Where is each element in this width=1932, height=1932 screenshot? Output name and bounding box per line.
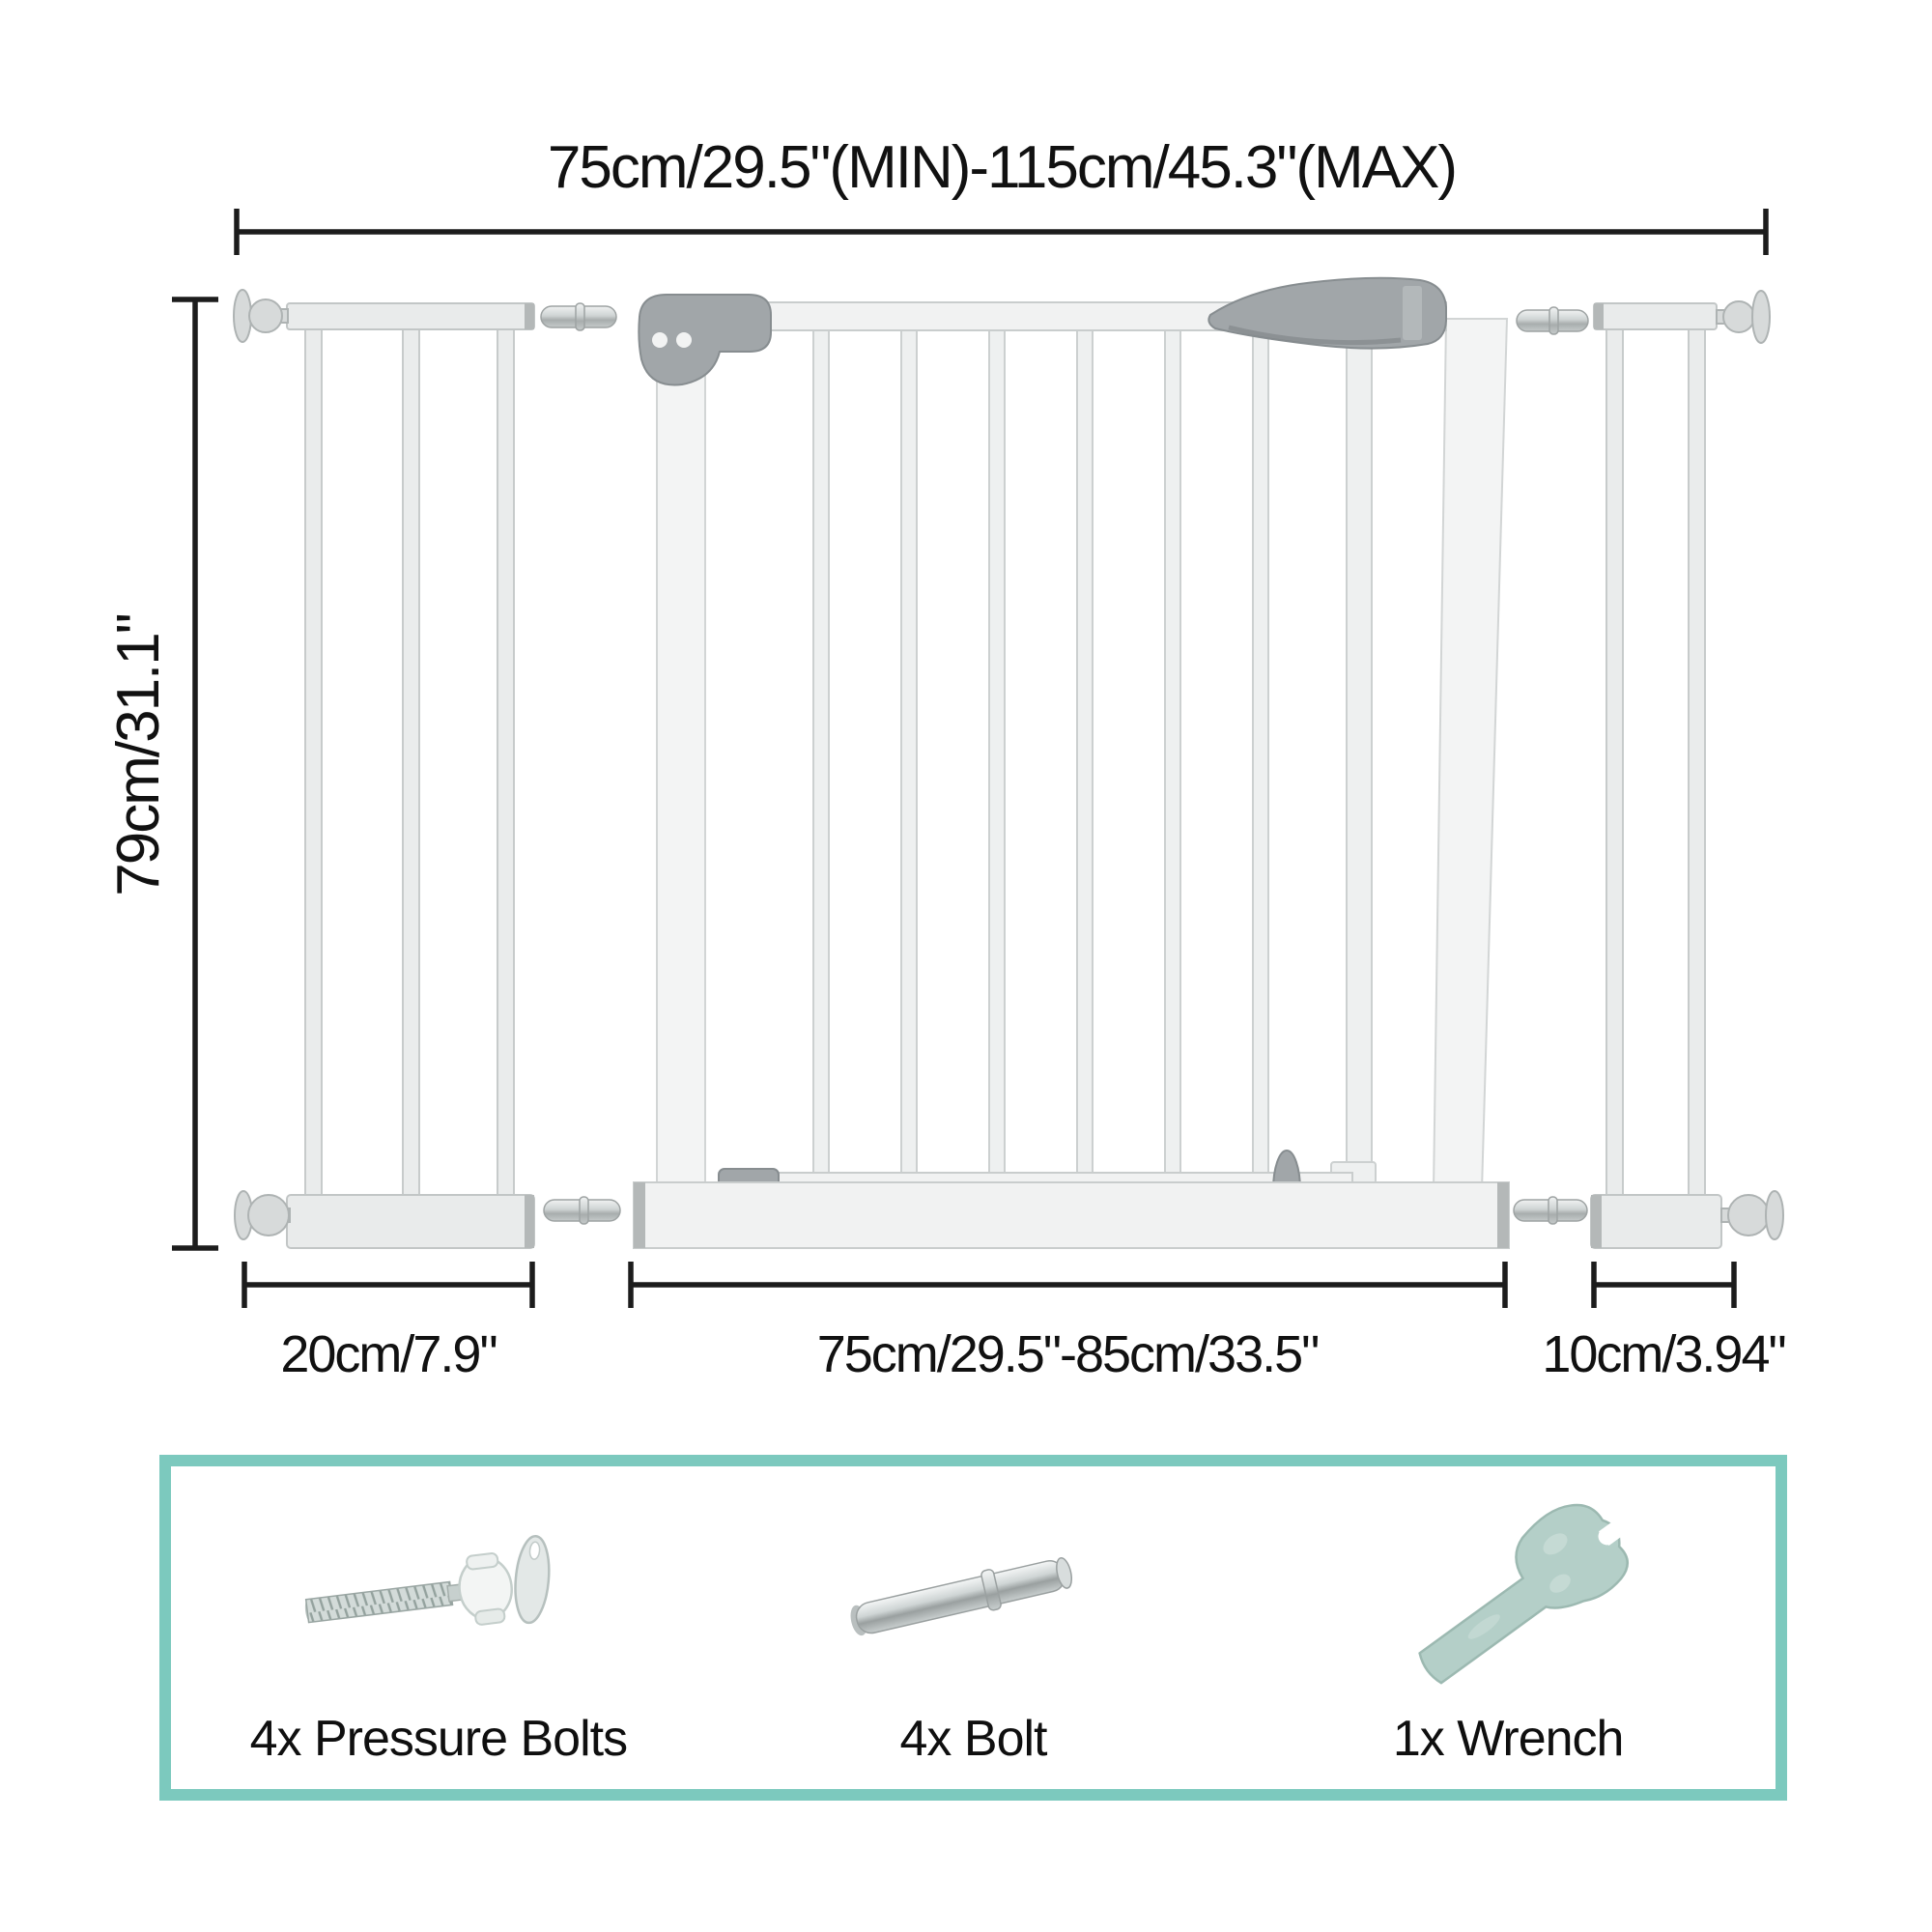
right-extension-label: 10cm/3.94": [1542, 1325, 1784, 1383]
connector-bolt-bottom-left-icon: [543, 1196, 621, 1225]
pressure-bolt-icon: [304, 1534, 551, 1626]
gate-latch-handle-icon: [1208, 276, 1447, 350]
gate-width-label: 75cm/29.5"-85cm/33.5": [817, 1325, 1319, 1383]
height-label: 79cm/31.1": [105, 614, 172, 896]
gate-bottom-rail: [633, 1181, 1510, 1249]
pressure-bolt-bottom-left-icon: [234, 1190, 291, 1240]
connector-bolt-top-left-icon: [540, 302, 617, 331]
kit-label-pressure-bolts: 4x Pressure Bolts: [249, 1711, 628, 1767]
included-hardware-box: 4x Pressure Bolts: [159, 1455, 1787, 1801]
pressure-bolt-top-left-icon: [233, 289, 289, 343]
gate-diagram: 75cm/29.5"(MIN)-115cm/45.3"(MAX) 79cm/31…: [105, 134, 1787, 1383]
kit-item-wrench: 1x Wrench: [1240, 1466, 1776, 1789]
overall-width-dimension: 75cm/29.5"(MIN)-115cm/45.3"(MAX): [234, 134, 1769, 255]
kit-item-pressure-bolts: 4x Pressure Bolts: [171, 1466, 706, 1789]
left-extension-panel: [233, 289, 535, 1249]
kit-label-bolt: 4x Bolt: [899, 1711, 1048, 1767]
gate-door-bars: [812, 328, 1377, 1184]
overall-width-label: 75cm/29.5"(MIN)-115cm/45.3"(MAX): [548, 134, 1456, 201]
height-dimension: 79cm/31.1": [105, 297, 218, 1251]
pressure-bolt-top-right-icon: [1716, 290, 1771, 344]
left-extension-dimension: 20cm/7.9": [242, 1262, 535, 1383]
left-extension-label: 20cm/7.9": [280, 1325, 496, 1383]
pressure-bolt-image-wrap: [298, 1488, 579, 1700]
gate-hinge-icon: [638, 294, 772, 386]
kit-label-wrench: 1x Wrench: [1392, 1711, 1625, 1767]
right-extension-dimension: 10cm/3.94": [1542, 1262, 1787, 1383]
wrench-icon: [1418, 1503, 1630, 1685]
gate-width-dimension: 75cm/29.5"-85cm/33.5": [628, 1262, 1508, 1383]
wrench-image-wrap: [1382, 1488, 1634, 1700]
kit-item-bolt: 4x Bolt: [706, 1466, 1241, 1789]
connector-bolt-top-right-icon: [1516, 306, 1589, 335]
right-extension-panel: [1590, 290, 1784, 1249]
gate-frame-left-post: [656, 320, 706, 1189]
connector-bolt-bottom-right-icon: [1513, 1196, 1588, 1225]
main-gate-section: [633, 276, 1510, 1249]
pressure-bolt-bottom-right-icon: [1720, 1190, 1784, 1240]
bolt-icon: [850, 1556, 1072, 1636]
gate-frame-right-post: [1432, 318, 1509, 1191]
bolt-image-wrap: [829, 1488, 1119, 1700]
